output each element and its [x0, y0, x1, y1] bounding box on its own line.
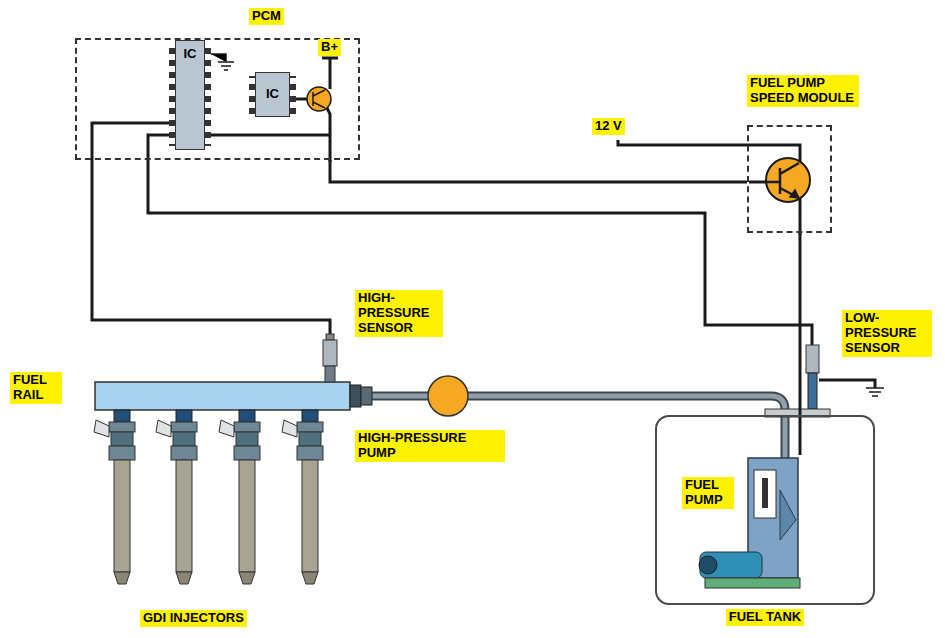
transistor-symbol	[307, 87, 331, 111]
fuel-pump-module	[762, 478, 768, 508]
part-label: FUEL PUMP	[682, 477, 734, 509]
ic-chip: IC	[175, 40, 205, 150]
wire-connector	[799, 233, 802, 455]
fuel-pump-module	[780, 490, 796, 540]
pcm-wiring	[327, 108, 330, 162]
ground-symbol	[866, 388, 884, 396]
pcm-wiring	[211, 134, 330, 137]
pcm-wiring	[148, 135, 812, 345]
high-pressure-sensor	[323, 334, 337, 382]
part-label: HIGH-PRESSURE SENSOR	[355, 290, 443, 337]
pcm-wiring	[322, 58, 338, 89]
gdi-injector	[94, 410, 135, 584]
transistor-symbol	[766, 158, 810, 202]
fuel-pump-module	[700, 552, 762, 578]
pcm-wiring	[799, 198, 802, 235]
fuel-rail	[95, 382, 372, 410]
high-pressure-sensor	[326, 334, 334, 340]
transistor-symbol	[766, 163, 799, 198]
chip-label: IC	[266, 87, 279, 102]
part-label: HIGH-PRESSURE PUMP	[355, 430, 505, 462]
speed-module-box: FUEL PUMP SPEED MODULE	[747, 125, 832, 233]
high-pressure-pump	[428, 376, 468, 416]
chip-label: IC	[184, 47, 197, 62]
fuel-pump-module	[705, 578, 800, 588]
gdi-injector	[156, 410, 197, 584]
pcm-wiring	[819, 380, 875, 388]
gdi-injector	[219, 410, 260, 584]
ic-pins	[205, 46, 211, 146]
gdi-injector	[94, 410, 323, 584]
ic-pins	[290, 76, 296, 114]
module-heading: PCM	[249, 8, 284, 25]
ic-chip: IC	[255, 72, 290, 117]
high-pressure-sensor	[325, 366, 335, 382]
part-label: LOW-PRESSURE SENSOR	[842, 310, 932, 357]
ground-symbol	[211, 54, 884, 396]
pcm-wiring	[618, 140, 800, 162]
fuel-pump: FUEL PUMP	[680, 455, 800, 590]
part-label: GDI INJECTORS	[140, 610, 247, 627]
voltage-label: B+	[318, 39, 341, 56]
low-pressure-sensor	[806, 345, 819, 409]
part-label: FUEL TANK	[726, 609, 804, 626]
fuel-rail	[95, 382, 350, 410]
transistor-symbol	[790, 190, 799, 198]
part-label: FUEL RAIL	[10, 372, 62, 404]
transistor-symbol	[307, 87, 810, 202]
low-pressure-sensor	[806, 345, 819, 373]
fuel-pump-module	[754, 470, 776, 518]
wire-connector	[330, 160, 747, 182]
fuel-pump-module	[699, 556, 717, 574]
pcm-box: PCMICIC	[75, 38, 360, 160]
ground-symbol	[211, 54, 234, 70]
transistor-symbol	[313, 90, 325, 108]
pcm-wiring	[92, 123, 330, 334]
fuel-rail	[350, 385, 361, 407]
fuel-tank: FUEL TANKFUEL PUMP	[655, 415, 875, 605]
high-pressure-sensor	[323, 340, 337, 366]
low-pressure-sensor	[808, 373, 817, 409]
voltage-label: 12 V	[592, 118, 625, 135]
gdi-injector	[282, 410, 323, 584]
pcm-wiring	[296, 98, 307, 101]
fuel-rail	[361, 387, 372, 405]
pcm-wiring	[749, 181, 766, 184]
module-heading: FUEL PUMP SPEED MODULE	[747, 75, 859, 107]
high-pressure-pump	[428, 376, 468, 416]
